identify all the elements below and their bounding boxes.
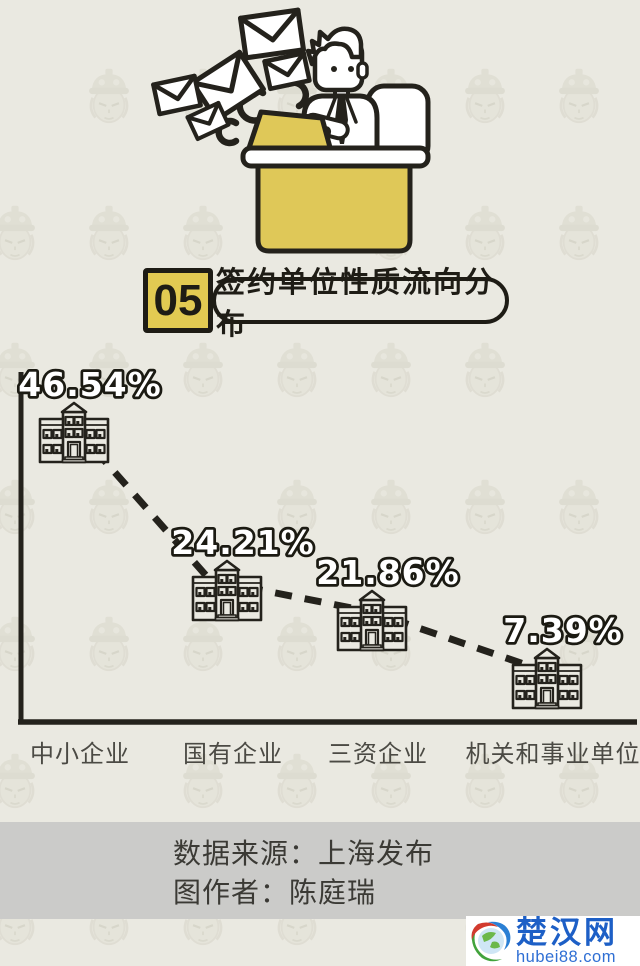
- laptop-icon: [245, 109, 334, 154]
- desk-illustration: [151, 7, 431, 254]
- logo-texts: 楚汉网 hubei88.com: [516, 917, 618, 966]
- monkey-face-watermark-icon: [277, 342, 317, 398]
- building-icon: [191, 559, 263, 622]
- monkey-face-watermark-icon: [183, 342, 223, 398]
- trend-dashed-line: [92, 447, 549, 676]
- value-label: 7.39%: [503, 611, 623, 650]
- monkey-face-watermark-icon: [465, 68, 505, 124]
- flow-distribution-chart: 46.54% 24.21%: [0, 350, 640, 780]
- monkey-face-watermark-icon: [89, 68, 129, 124]
- monkey-face-watermark-icon: [277, 753, 317, 809]
- x-axis-label: 三资企业: [328, 741, 428, 768]
- section-number-badge: 05: [143, 268, 213, 333]
- monkey-face-watermark-icon: [0, 342, 35, 398]
- building-icon: [511, 647, 583, 710]
- monkey-face-watermark-icon: [89, 616, 129, 672]
- monkey-face-watermark-icon: [183, 616, 223, 672]
- monkey-face-watermark-icon: [559, 616, 599, 672]
- value-label: 24.21%: [171, 523, 314, 562]
- author-line: 图作者：陈庭瑞: [173, 877, 377, 908]
- x-axis-label: 中小企业: [30, 741, 130, 768]
- monkey-face-watermark-icon: [465, 205, 505, 261]
- monkey-face-watermark-icon: [89, 205, 129, 261]
- logo-site-name: 楚汉网: [516, 914, 618, 950]
- monkey-face-watermark-icon: [183, 205, 223, 261]
- x-axis-label: 机关和事业单位: [465, 741, 640, 768]
- section-title: 签约单位性质流向分布: [212, 267, 509, 341]
- building-icon: [336, 589, 408, 652]
- site-logo[interactable]: 楚汉网 hubei88.com: [466, 916, 640, 966]
- monkey-face-watermark-icon: [277, 616, 317, 672]
- value-label: 46.54%: [18, 365, 161, 404]
- monkey-face-watermark-icon: [89, 479, 129, 535]
- monkey-face-watermark-icon: [371, 342, 411, 398]
- chart-canvas: 46.54% 24.21%: [16, 362, 637, 725]
- monkey-face-watermark-icon: [559, 68, 599, 124]
- monkey-face-watermark-icon: [0, 753, 35, 809]
- x-axis-label: 国有企业: [183, 741, 283, 768]
- monkey-face-watermark-icon: [465, 342, 505, 398]
- monkey-face-watermark-icon: [559, 753, 599, 809]
- globe-icon: [471, 921, 511, 962]
- data-source-line: 数据来源：上海发布: [173, 838, 435, 869]
- building-icon: [38, 401, 110, 464]
- monkey-face-watermark-icon: [371, 479, 411, 535]
- source-band: 数据来源：上海发布 图作者：陈庭瑞: [0, 822, 640, 919]
- monkey-face-watermark-icon: [277, 479, 317, 535]
- monkey-face-watermark-icon: [89, 342, 129, 398]
- logo-site-domain: hubei88.com: [516, 947, 616, 966]
- envelope-icon: [151, 7, 312, 142]
- monkey-face-watermark-icon: [465, 479, 505, 535]
- value-label: 21.86%: [316, 553, 459, 592]
- monkey-face-watermark-icon: [183, 753, 223, 809]
- monkey-face-watermark-icon: [0, 205, 35, 261]
- monkey-face-watermark-icon: [371, 753, 411, 809]
- monkey-face-watermark-icon: [465, 753, 505, 809]
- credits-block: 数据来源：上海发布 图作者：陈庭瑞: [173, 834, 434, 912]
- monkey-face-watermark-icon: [559, 205, 599, 261]
- desk-icon: [240, 145, 431, 254]
- section-header: 05 签约单位性质流向分布: [0, 266, 640, 341]
- monkey-face-watermark-icon: [559, 479, 599, 535]
